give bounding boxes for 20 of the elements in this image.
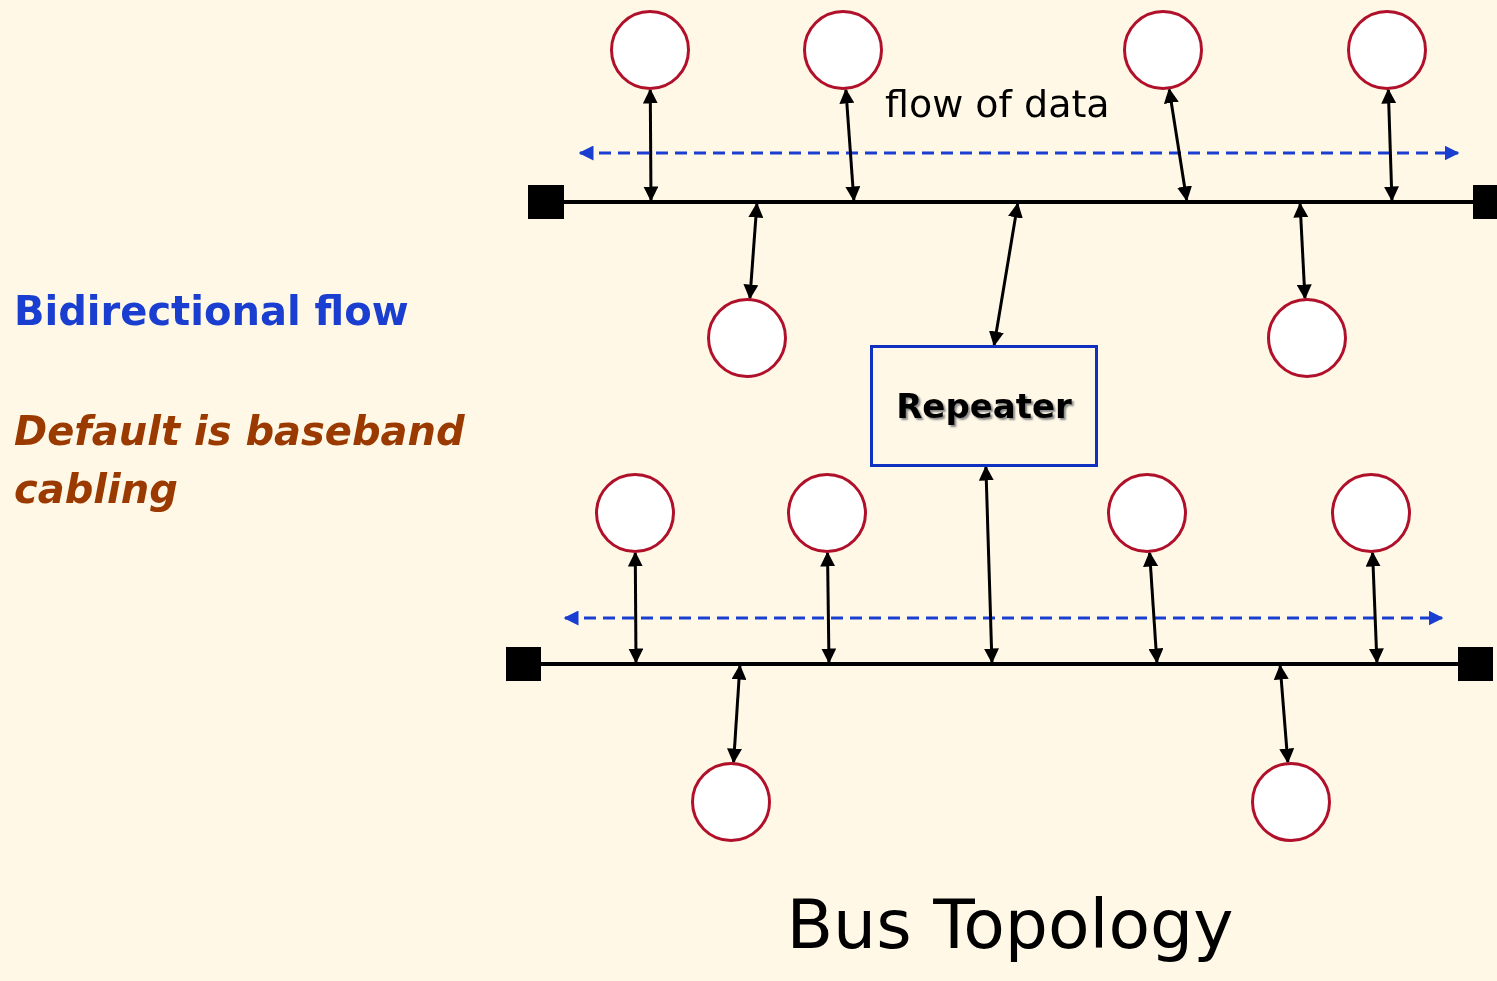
arrow	[727, 664, 747, 764]
caption: Bus Topology	[786, 885, 1234, 964]
arrow	[820, 551, 837, 664]
arrow	[1381, 88, 1399, 202]
arrow	[989, 202, 1023, 347]
repeater-box	[870, 345, 1098, 467]
arrow	[642, 88, 659, 202]
arrow	[1143, 551, 1164, 664]
arrow	[627, 551, 644, 664]
note-text: Bidirectional flow	[14, 288, 409, 334]
arrow	[1365, 551, 1384, 664]
note-text: Default is baseband cabling	[14, 407, 466, 514]
arrow	[839, 88, 861, 202]
arrow	[978, 465, 999, 664]
arrow	[1163, 88, 1192, 202]
arrow	[743, 202, 764, 300]
arrow	[1293, 202, 1312, 300]
annotation-text: flow of data	[885, 82, 1110, 126]
arrow	[1273, 664, 1295, 764]
node-label: Repeater	[896, 386, 1072, 426]
